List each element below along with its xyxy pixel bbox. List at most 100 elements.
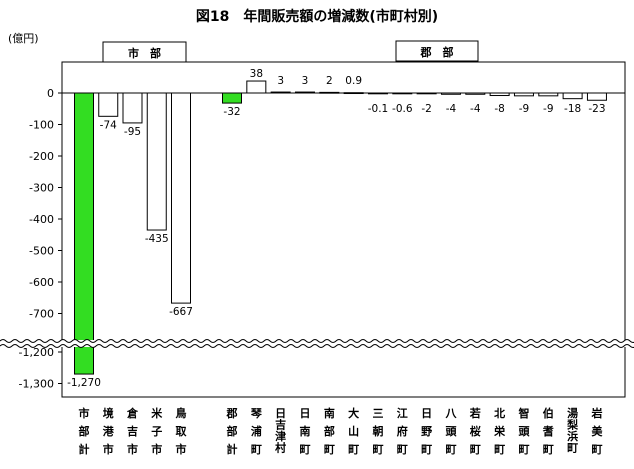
y-tick-label: -700 [29,308,54,321]
data-label: -0.6 [392,103,413,115]
category-label: 野 [421,425,432,438]
category-label: 吉 [127,424,138,438]
chart-title: 図18 年間販売額の増減数(市町村別) [196,8,438,25]
category-label: 町 [445,443,456,456]
category-label: 部 [227,424,238,438]
data-label: -2 [421,103,431,115]
category-label: 町 [543,443,554,456]
category-label: 町 [397,443,408,456]
category-label: 鳥 [176,406,187,420]
category-label: 日 [299,407,310,420]
category-label: 若 [470,406,481,420]
data-label: -435 [145,233,169,245]
category-label: 大 [348,406,359,420]
data-label: 0.9 [345,75,362,87]
bar [319,91,340,94]
category-label: 耆 [542,424,554,438]
category-label: 子 [151,425,162,438]
data-label: -23 [588,103,605,115]
y-tick-label: -300 [29,182,54,195]
category-label: 村 [275,441,286,455]
category-label: 琴 [250,407,262,420]
city-group-label: 市 部 [128,46,161,60]
county-group-box [395,40,479,62]
data-label: -9 [543,103,553,115]
data-label: 3 [302,75,309,87]
category-label: 吉 [275,418,286,432]
category-label: 山 [348,424,359,438]
y-tick-label: -1,200 [19,346,54,359]
category-label: 取 [176,425,187,438]
category-label: 町 [567,442,578,455]
category-label: 米 [150,406,163,420]
category-label: 南 [324,406,335,420]
category-label: 市 [151,442,162,456]
category-label: 部 [79,424,90,438]
data-label: -4 [446,103,457,115]
y-tick-label: -200 [29,150,54,163]
category-label: 市 [103,442,114,456]
bar [367,92,388,95]
category-label: 頭 [518,425,530,438]
category-label: 市 [127,442,138,456]
category-label: 町 [348,443,359,456]
bar [74,92,94,375]
bar [562,92,583,100]
bar [222,92,242,104]
category-label: 北 [494,406,505,420]
category-label: 郡 [226,407,238,420]
category-label: 津 [275,429,286,443]
axis-break-wave [0,344,634,348]
category-label: 八 [444,407,457,420]
category-label: 町 [470,443,481,456]
y-tick-label: -1,300 [19,378,54,391]
data-label: -18 [564,103,581,115]
bar [294,91,315,94]
data-label: -4 [470,103,481,115]
category-label: 浦 [251,424,262,438]
y-tick-label: -500 [29,245,54,258]
y-tick-label: -600 [29,276,54,289]
category-label: 市 [79,406,90,420]
bar [98,92,119,117]
category-label: 部 [324,424,335,438]
bar [440,92,461,95]
category-label: 計 [79,442,90,456]
bar [465,92,486,95]
bar [392,92,413,95]
unit-label: (億円) [8,32,39,45]
city-group-box [102,41,187,63]
bar [489,92,510,97]
category-label: 南 [299,424,310,438]
data-label: -667 [169,306,193,318]
category-label: 町 [591,443,602,456]
category-label: 市 [176,442,187,456]
bar [586,92,607,101]
category-label: 町 [372,443,383,456]
data-label: 2 [326,75,333,87]
category-label: 岩 [590,406,602,420]
category-label: 伯 [543,406,554,420]
axis-break-wave [0,339,634,343]
data-label: 3 [277,75,284,87]
bar [343,92,364,95]
category-label: 江 [397,406,408,420]
category-label: 府 [397,424,408,438]
category-label: 港 [103,424,115,438]
category-label: 梨 [566,418,579,432]
data-label: 38 [250,68,263,80]
bar [513,92,534,97]
data-label: -95 [124,126,141,138]
category-label: 頭 [445,425,457,438]
category-label: 三 [372,407,383,420]
category-label: 智 [518,406,529,420]
category-label: 日 [421,407,432,420]
category-label: 町 [518,443,529,456]
category-label: 桜 [470,424,481,438]
y-tick-label: -100 [29,119,54,132]
data-label: -74 [100,119,117,131]
category-label: 美 [591,424,603,438]
bar [538,92,559,97]
bar [146,92,167,231]
